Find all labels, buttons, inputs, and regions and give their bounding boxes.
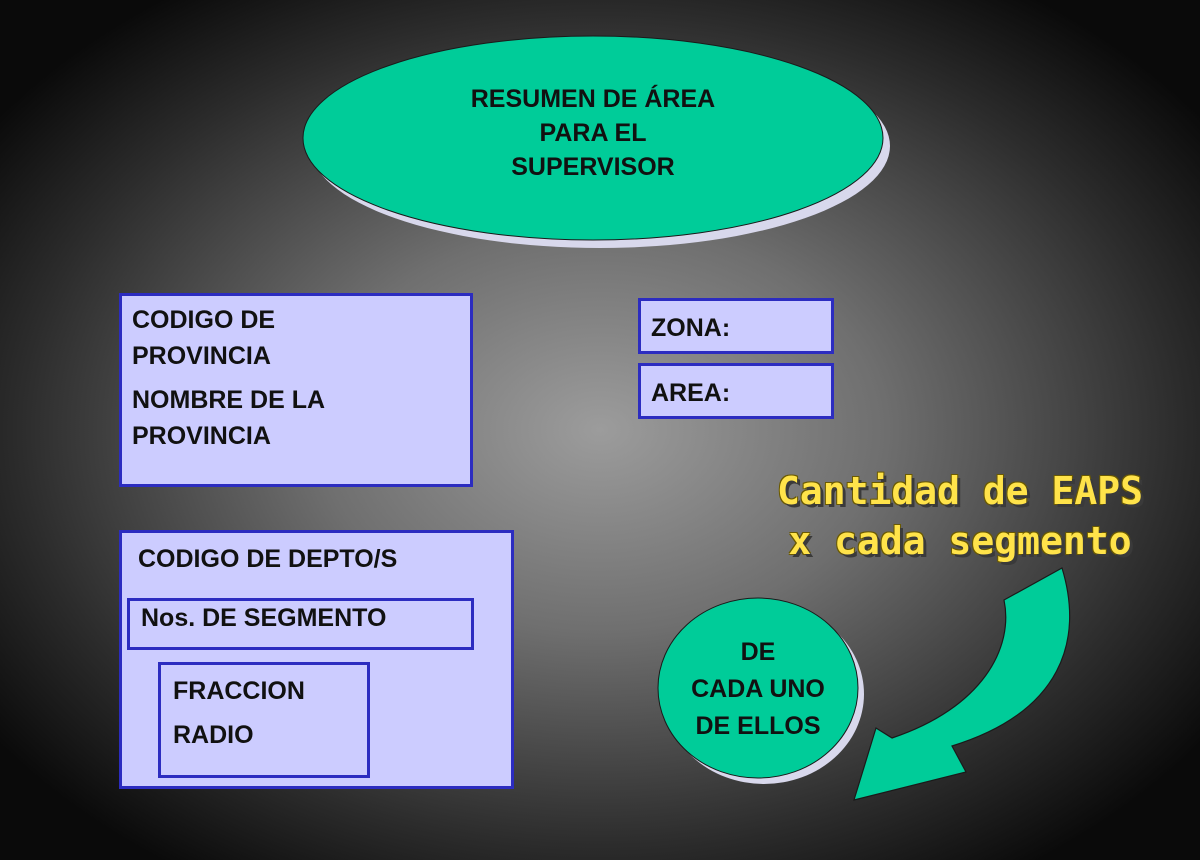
area-label: AREA: bbox=[651, 379, 731, 407]
curved-arrow-icon bbox=[853, 567, 1071, 801]
segmento-label: Nos. DE SEGMENTO bbox=[141, 604, 387, 632]
callout-line-2: x cada segmento bbox=[788, 519, 1132, 563]
title-line-2: PARA EL bbox=[539, 119, 647, 147]
provincia-box: CODIGO DE PROVINCIA NOMBRE DE LA PROVINC… bbox=[119, 293, 473, 487]
small-ellipse-label: DE CADA UNO DE ELLOS bbox=[658, 634, 858, 745]
title-ellipse-label: RESUMEN DE ÁREA PARA EL SUPERVISOR bbox=[393, 82, 793, 184]
codigo-provincia-line-1: CODIGO DE bbox=[132, 306, 276, 334]
nombre-provincia-line-1: NOMBRE DE LA bbox=[132, 386, 326, 414]
small-ellipse-line-1: DE bbox=[740, 638, 776, 666]
eaps-callout: Cantidad de EAPS x cada segmento bbox=[720, 466, 1200, 566]
small-ellipse bbox=[657, 597, 859, 779]
title-ellipse bbox=[302, 35, 884, 241]
small-ellipse-line-2: CADA UNO bbox=[691, 675, 825, 703]
title-line-3: SUPERVISOR bbox=[511, 153, 675, 181]
small-ellipse-line-3: DE ELLOS bbox=[695, 712, 821, 740]
segmento-box: Nos. DE SEGMENTO bbox=[127, 598, 474, 650]
nombre-provincia-line-2: PROVINCIA bbox=[132, 422, 271, 450]
codigo-depto-label: CODIGO DE DEPTO/S bbox=[138, 545, 398, 573]
zona-label: ZONA: bbox=[651, 314, 731, 342]
callout-line-1: Cantidad de EAPS bbox=[776, 469, 1144, 513]
title-line-1: RESUMEN DE ÁREA bbox=[470, 85, 716, 113]
codigo-provincia-line-2: PROVINCIA bbox=[132, 342, 271, 370]
area-box: AREA: bbox=[638, 363, 834, 419]
fraccion-label: FRACCION bbox=[173, 677, 305, 705]
fraccion-box: FRACCION RADIO bbox=[158, 662, 370, 778]
zona-box: ZONA: bbox=[638, 298, 834, 354]
radio-label: RADIO bbox=[173, 721, 254, 749]
